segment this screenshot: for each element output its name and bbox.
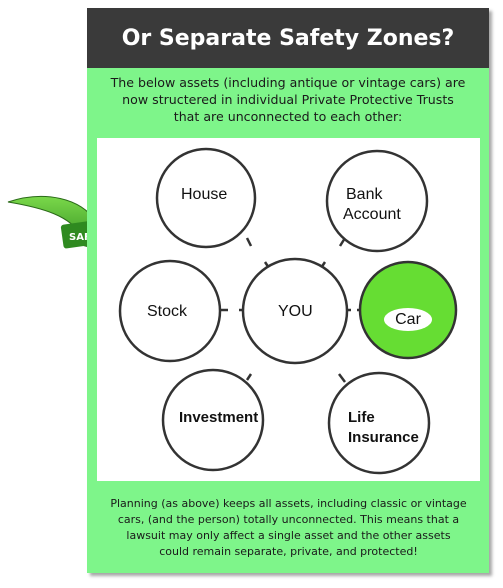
- you-node: [241, 257, 349, 365]
- intro-line: The below assets (including antique or v…: [110, 75, 466, 90]
- bank-account-line1: Bank: [346, 186, 383, 203]
- house-label: House: [181, 186, 228, 203]
- stock-label: Stock: [147, 303, 188, 320]
- life-insurance-line2: Insurance: [348, 429, 419, 446]
- investment-node: [161, 368, 265, 472]
- info-panel: Or Separate Safety Zones? The below asse…: [87, 8, 489, 573]
- connector-stub: [245, 373, 253, 381]
- diagram-graphics: [118, 147, 458, 475]
- bank-account-line2: Account: [343, 206, 401, 223]
- safe-label: SAFE: [69, 232, 98, 243]
- bank-account-node: [325, 149, 429, 253]
- footer-line: lawsuit may only affect a single asset a…: [126, 529, 451, 542]
- connector-stub: [245, 237, 253, 247]
- life-insurance-node: [327, 371, 431, 475]
- footer-line: Planning (as above) keeps all assets, in…: [110, 497, 467, 510]
- car-label: Car: [384, 308, 432, 331]
- life-insurance-line1: Life: [348, 409, 375, 426]
- connector-stub: [338, 373, 346, 383]
- page-title: Or Separate Safety Zones?: [87, 8, 489, 68]
- intro-line: that are unconnected to each other:: [173, 109, 403, 124]
- stock-node: [118, 259, 222, 363]
- investment-label: Investment: [179, 409, 259, 426]
- intro-line: now structered in individual Private Pro…: [122, 92, 454, 107]
- life-insurance-label: Life Insurance: [348, 408, 419, 448]
- house-node: [155, 147, 257, 249]
- asset-diagram: House Bank Account Stock YOU Car Investm…: [97, 138, 480, 481]
- footer-text: Planning (as above) keeps all assets, in…: [97, 496, 480, 560]
- footer-line: could remain separate, private, and prot…: [159, 545, 418, 558]
- bank-account-label: Bank Account: [343, 185, 401, 225]
- intro-text: The below assets (including antique or v…: [87, 74, 489, 125]
- footer-line: cars, (and the person) totally unconnect…: [117, 513, 460, 526]
- center-you-label: YOU: [278, 303, 313, 320]
